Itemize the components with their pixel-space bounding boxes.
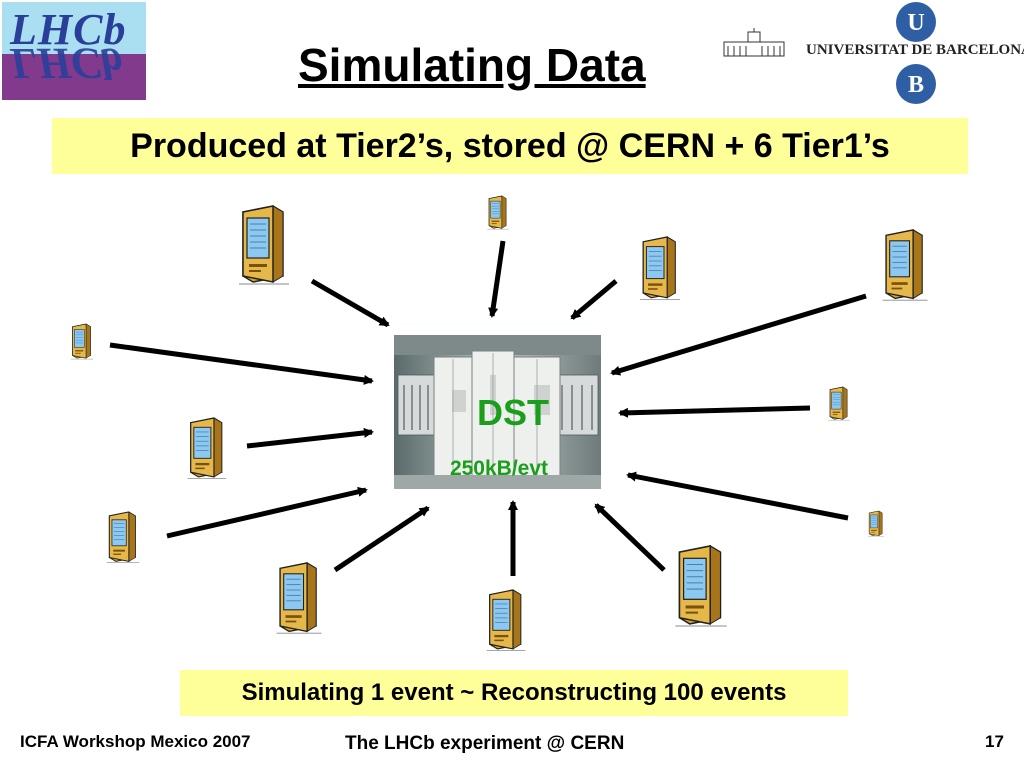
- lhcb-logo-text: LHCb: [10, 5, 127, 54]
- computer-icon: [187, 417, 227, 480]
- computer-icon: [828, 386, 850, 421]
- computer-icon: [238, 205, 290, 285]
- university-name: UNIVERSITAT DE BARCELONA: [806, 42, 1024, 58]
- bottom-note-box: Simulating 1 event ~ Reconstructing 100 …: [180, 670, 848, 716]
- university-logo: U B UNIVERSITAT DE BARCELONA: [722, 2, 1024, 104]
- computer-icon: [674, 545, 728, 627]
- footer-left: ICFA Workshop Mexico 2007: [20, 732, 251, 751]
- arrow-top-left: [310, 278, 390, 328]
- computer-icon: [106, 511, 140, 564]
- computer-icon: [275, 562, 323, 634]
- bottom-note-text: Simulating 1 event ~ Reconstructing 100 …: [241, 679, 787, 706]
- page-number: 17: [985, 732, 1004, 751]
- computer-icon: [70, 323, 94, 360]
- arrow-left-upper: [109, 342, 374, 385]
- arrow-left-middle: [246, 427, 374, 449]
- arrow-right-middle: [618, 405, 811, 418]
- arrow-bottom-right: [594, 503, 666, 572]
- arrow-left-lower: [166, 486, 368, 539]
- arrow-top-right-inner: [570, 279, 618, 320]
- subtitle-text: Produced at Tier2’s, stored @ CERN + 6 T…: [130, 127, 890, 165]
- computer-icon: [881, 229, 929, 301]
- computer-icon: [867, 510, 885, 537]
- subtitle-box: Produced at Tier2’s, stored @ CERN + 6 T…: [52, 118, 968, 174]
- computer-icon: [486, 589, 526, 652]
- arrow-right-lower: [626, 471, 849, 521]
- datacenter-image: [394, 335, 601, 489]
- footer-center: The LHCb experiment @ CERN: [345, 733, 625, 754]
- svg-text:B: B: [908, 72, 924, 98]
- arrow-bottom-left: [333, 505, 430, 573]
- svg-text:U: U: [907, 10, 924, 36]
- event-size-label: 250kB/evt: [449, 457, 549, 480]
- arrow-top: [488, 240, 506, 318]
- lhcb-logo: LHCb LHCb: [2, 2, 146, 100]
- arrow-top-right-outer: [610, 293, 867, 376]
- page-title: Simulating Data: [298, 39, 646, 91]
- dst-label: DST: [477, 392, 549, 433]
- computer-icon: [639, 236, 681, 300]
- computer-icon: [487, 195, 509, 230]
- university-building-icon: U B: [723, 2, 936, 104]
